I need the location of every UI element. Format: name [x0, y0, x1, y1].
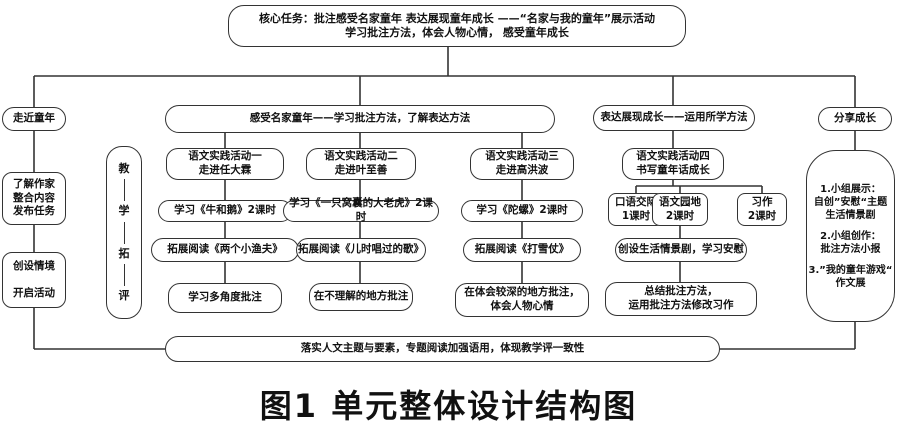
activity1-title: 语文实践活动一 走进任大霖 — [166, 148, 284, 180]
tle-char-evaluate: 评 — [118, 288, 130, 302]
activity2-read: 学习《一只窝囊的大老虎》2课时 — [283, 197, 439, 223]
activity3-extend: 拓展阅读《打雪仗》 — [463, 238, 581, 262]
stage-share-growth: 分享成长 — [818, 107, 892, 131]
activity4-chinese-garden: 语文园地 2课时 — [652, 193, 708, 226]
tle-divider — [123, 263, 125, 286]
tle-char-learn: 学 — [118, 204, 130, 218]
activity1-result: 学习多角度批注 — [168, 283, 282, 313]
activity4-title: 语文实践活动四 书写童年话成长 — [622, 148, 724, 180]
stage-express-growth: 表达展现成长——运用所学方法 — [593, 105, 755, 131]
activity3-read: 学习《陀螺》2课时 — [461, 200, 583, 222]
bottom-summary-bar: 落实人文主题与要素，专题阅读加强语用，体现教学评一致性 — [165, 336, 720, 362]
figure-caption: 图1 单元整体设计结构图 — [259, 387, 638, 425]
activity2-extend: 拓展阅读《儿时唱过的歌》 — [296, 238, 426, 262]
stage-feel-famous-childhood: 感受名家童年——学习批注方法，了解表达方法 — [165, 105, 555, 133]
left-box-create-context: 创设情境 开启活动 — [2, 252, 66, 308]
tle-divider — [123, 221, 125, 244]
tle-divider — [123, 179, 125, 202]
activity2-result: 在不理解的地方批注 — [309, 283, 413, 311]
activity3-title: 语文实践活动三 走进高洪波 — [470, 148, 574, 180]
core-task-line2: 学习批注方法，体会人物心情， 感受童年成长 — [345, 26, 569, 39]
share-item-1: 1.小组展示： 自创”安慰“主题 生活情景剧 — [813, 183, 888, 221]
activity3-result: 在体会较深的地方批注， 体会人物心情 — [455, 283, 589, 317]
activity1-extend: 拓展阅读《两个小渔夫》 — [151, 238, 299, 262]
share-item-3: 3.”我的童年游戏“ 作文展 — [808, 264, 893, 289]
activity1-read: 学习《牛和鹅》2课时 — [158, 200, 292, 222]
share-item-2: 2.小组创作： 批注方法小报 — [820, 230, 881, 255]
activity4-composition: 习作 2课时 — [737, 193, 787, 226]
core-task-line1: 核心任务：批注感受名家童年 表达展现童年成长 ——“名家与我的童年”展示活动 — [258, 11, 656, 25]
left-box-understand-author: 了解作家 整合内容 发布任务 — [2, 172, 66, 225]
tle-char-extend: 拓 — [118, 246, 130, 260]
tle-char-teach: 教 — [118, 161, 130, 175]
stage-approach-childhood: 走近童年 — [2, 107, 66, 131]
activity4-scene-play: 创设生活情景剧，学习安慰 — [615, 238, 747, 262]
share-growth-details: 1.小组展示： 自创”安慰“主题 生活情景剧 2.小组创作： 批注方法小报 3.… — [806, 150, 895, 322]
activity4-summary: 总结批注方法， 运用批注方法修改习作 — [605, 282, 757, 316]
core-task-box: 核心任务：批注感受名家童年 表达展现童年成长 ——“名家与我的童年”展示活动 学… — [228, 5, 686, 47]
activity2-title: 语文实践活动二 走进叶至善 — [306, 148, 416, 180]
teach-learn-extend-evaluate-box: 教 学 拓 评 — [106, 146, 142, 319]
